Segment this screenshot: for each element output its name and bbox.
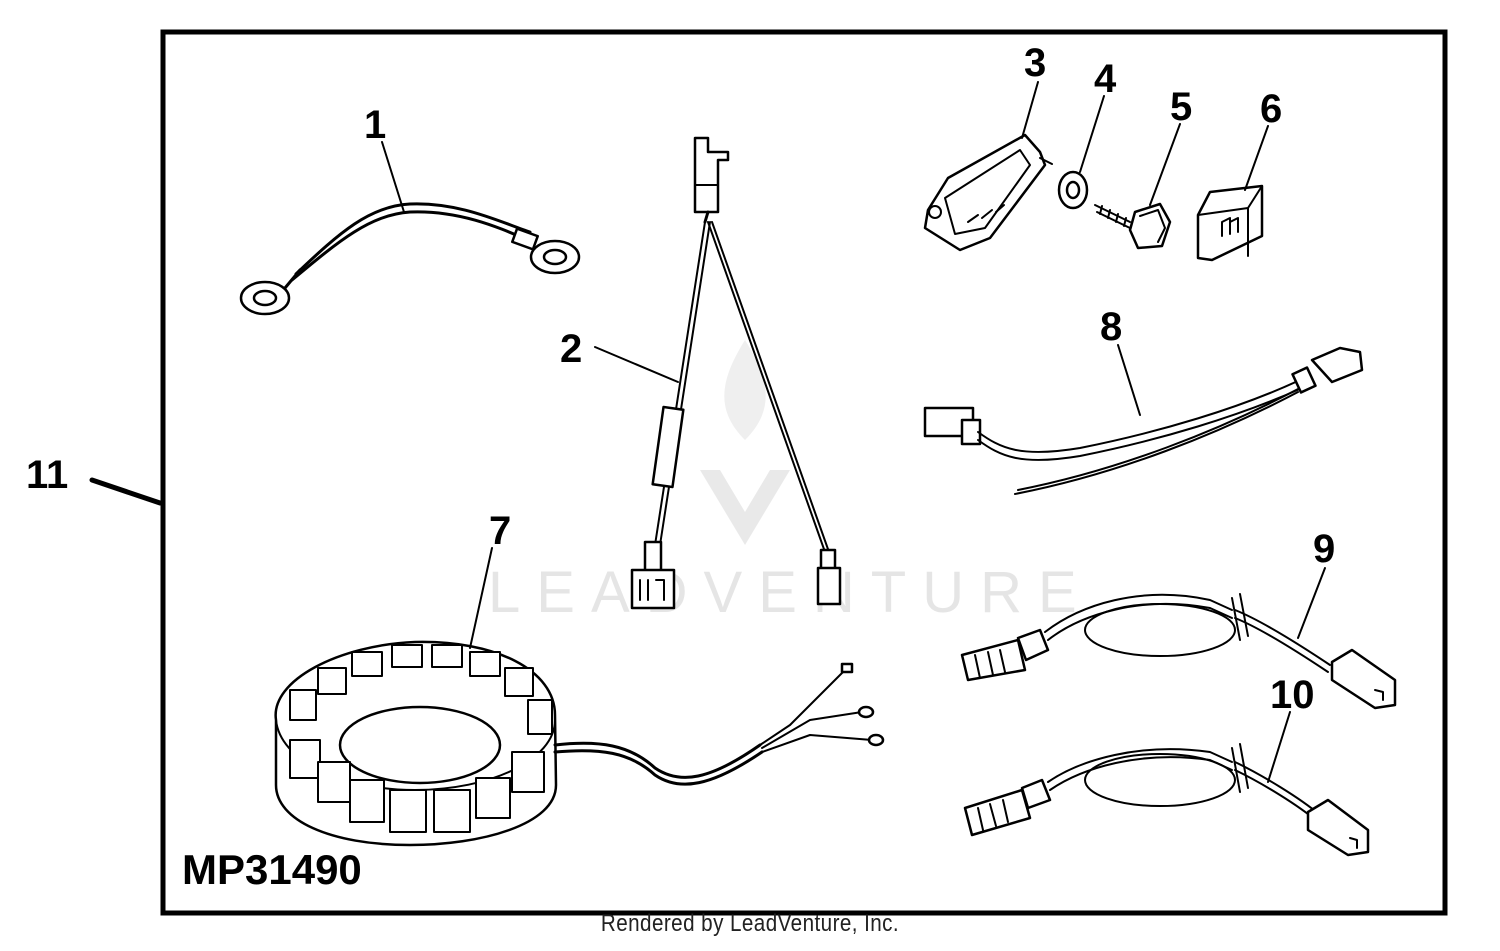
part-8-harness — [923, 346, 1364, 495]
callout-6: 6 — [1260, 87, 1282, 131]
callout-labels: 1 2 3 4 5 6 7 8 9 10 11 — [26, 41, 1335, 717]
diagram-frame — [160, 29, 1448, 916]
callout-3: 3 — [1024, 41, 1046, 85]
callout-1: 1 — [364, 103, 386, 147]
part-7-stator — [274, 640, 885, 847]
callout-4: 4 — [1094, 57, 1117, 101]
part-10-harness — [963, 743, 1370, 857]
callout-8: 8 — [1100, 305, 1122, 349]
callout-10: 10 — [1270, 673, 1315, 717]
figure-code: MP31490 — [182, 846, 362, 893]
part-5-screw — [1094, 202, 1172, 250]
part-6-connector — [1196, 184, 1264, 262]
callout-7: 7 — [489, 509, 511, 553]
callout-5: 5 — [1170, 85, 1192, 129]
part-3-regulator — [923, 133, 1053, 252]
callout-9: 9 — [1313, 527, 1335, 571]
watermark-text: LEADVENTURE — [488, 560, 1093, 625]
watermark: LEADVENTURE — [488, 340, 1093, 625]
part-1-ground-strap — [239, 202, 581, 316]
part-2-wire-harness — [630, 136, 842, 610]
callout-2: 2 — [560, 327, 582, 371]
footer-credit: Rendered by LeadVenture, Inc. — [600, 910, 900, 937]
part-9-harness — [960, 593, 1397, 710]
callout-11-leader — [89, 477, 163, 506]
callout-11: 11 — [26, 453, 68, 497]
callout-leaders — [381, 81, 1326, 783]
part-4-washer — [1057, 170, 1089, 210]
